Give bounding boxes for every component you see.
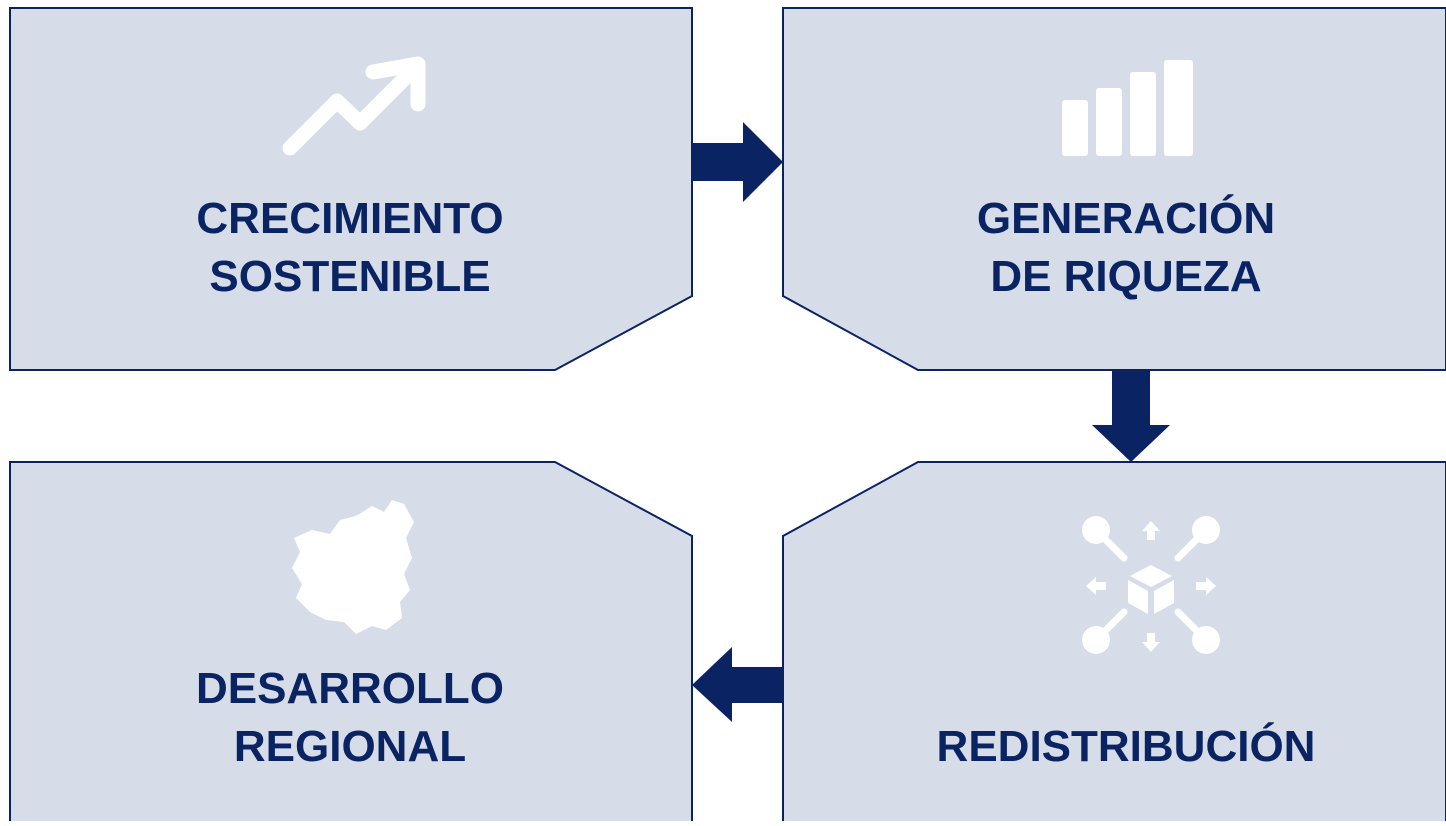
trending-up-icon [282, 56, 426, 156]
label-line: REDISTRIBUCIÓN [936, 722, 1316, 771]
label-redistribucion: REDISTRIBUCIÓN [916, 718, 1336, 776]
distribution-network-icon [1082, 516, 1220, 654]
label-line: GENERACIÓN [976, 194, 1276, 243]
box-redistribucion [782, 461, 1446, 826]
label-line: DESARROLLO [196, 664, 504, 713]
region-map-icon [292, 500, 414, 634]
label-desarrollo: DESARROLLO REGIONAL [140, 660, 560, 776]
label-line: SOSTENIBLE [209, 252, 491, 301]
label-crecimiento: CRECIMIENTO SOSTENIBLE [140, 190, 560, 306]
box-crecimiento [9, 7, 693, 371]
box-desarrollo [9, 461, 693, 826]
label-line: REGIONAL [233, 722, 467, 771]
label-line: CRECIMIENTO [196, 194, 504, 243]
arrow-right [692, 122, 783, 202]
label-generacion: GENERACIÓN DE RIQUEZA [916, 190, 1336, 306]
bar-chart-icon [1062, 60, 1193, 156]
label-line: DE RIQUEZA [990, 252, 1262, 301]
arrow-down [1092, 370, 1170, 462]
arrow-left [692, 647, 783, 722]
box-generacion [782, 7, 1446, 371]
